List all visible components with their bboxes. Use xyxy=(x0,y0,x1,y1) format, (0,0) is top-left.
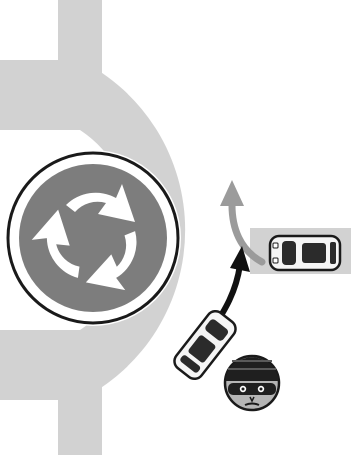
sign-disc xyxy=(19,164,167,312)
circulation-arrows xyxy=(31,184,137,291)
path-arrow-grey xyxy=(220,180,266,266)
circulation-arrow-3 xyxy=(31,209,80,278)
roundabout-sign xyxy=(5,150,181,326)
burglar-face-icon xyxy=(223,354,281,412)
car-waiting xyxy=(268,234,342,272)
circulation-arrow-1 xyxy=(66,184,135,222)
roundabout-ring xyxy=(0,60,186,400)
car-entering xyxy=(173,309,237,381)
sign-outline xyxy=(6,151,180,325)
circulation-arrow-2 xyxy=(85,231,137,291)
